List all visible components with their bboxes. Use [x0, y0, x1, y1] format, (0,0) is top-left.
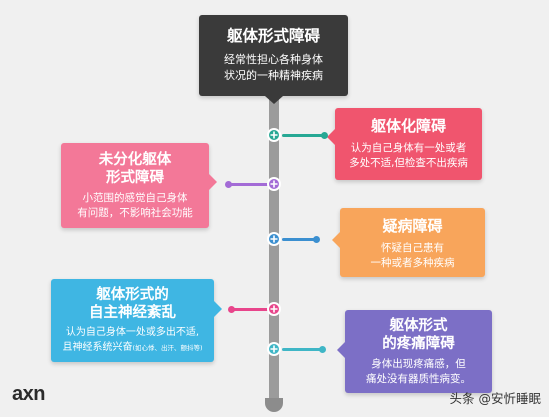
card-desc-line-2: 多处不适,但检查不出疾病 [349, 156, 468, 169]
card-desc-line-2: 且神经系统兴奋(如心悸、出汗、颤抖等) [51, 341, 214, 356]
brand-logo: axn [12, 383, 45, 405]
connector-line [225, 181, 269, 188]
plus-node-icon [267, 342, 281, 356]
card-desc-line-2: 痛处没有器质性病变。 [366, 373, 471, 386]
top-card: 躯体形式障碍 经常性担心各种身体 状况的一种精神疾病 [199, 15, 348, 96]
connector-line [282, 132, 328, 139]
card-title-line-2: 自主神经紊乱 [89, 305, 176, 322]
card-hypochondriasis: 疑病障碍 怀疑自己患有 一种或者多种疾病 [340, 208, 485, 277]
card-desc-line-1: 认为自己身体有一处或者 [350, 141, 467, 154]
card-desc-line-1: 身体出现疼痛感，但 [371, 358, 466, 371]
connector-line [282, 236, 320, 243]
card-title-line-1: 未分化躯体 [98, 152, 172, 168]
connector-line [282, 346, 326, 353]
top-card-desc-line-1: 经常性担心各种身体 [224, 53, 323, 67]
card-title: 疑病障碍 [382, 217, 443, 235]
card-title-line-1: 躯体形式 [389, 318, 448, 334]
plus-node-icon [267, 302, 281, 316]
top-card-desc-line-2: 状况的一种精神疾病 [224, 68, 323, 82]
card-desc-line-1: 怀疑自己患有 [381, 241, 444, 254]
card-somatization-disorder: 躯体化障碍 认为自己身体有一处或者 多处不适,但检查不出疾病 [335, 108, 482, 180]
card-desc-line-1: 小范围的感觉自己身体 [82, 192, 188, 205]
card-title-line-1: 躯体形式的 [96, 287, 169, 303]
source-watermark: 头条 @安忻睡眠 [450, 388, 541, 407]
card-pointer [332, 232, 340, 248]
timeline-spine-end [265, 398, 283, 412]
card-desc-line-1: 认为自己身体一处或多出不适, [65, 327, 200, 339]
card-pointer [327, 129, 335, 145]
connector-line [228, 306, 269, 313]
card-somatoform-autonomic-dysfunction: 躯体形式的 自主神经紊乱 认为自己身体一处或多出不适, 且神经系统兴奋(如心悸、… [51, 279, 214, 362]
card-desc-line-2: 有问题，不影响社会功能 [77, 207, 193, 220]
card-pointer [337, 342, 345, 358]
timeline-spine [269, 88, 279, 410]
card-pointer [214, 301, 222, 317]
top-card-title: 躯体形式障碍 [226, 27, 320, 45]
plus-node-icon [267, 128, 281, 142]
card-title: 躯体化障碍 [370, 117, 446, 135]
card-undifferentiated-somatoform: 未分化躯体 形式障碍 小范围的感觉自己身体 有问题，不影响社会功能 [61, 143, 209, 228]
plus-node-icon [267, 232, 281, 246]
card-desc-line-2: 一种或者多种疾病 [370, 256, 455, 269]
card-somatoform-pain-disorder: 躯体形式 的疼痛障碍 身体出现疼痛感，但 痛处没有器质性病变。 [345, 310, 492, 393]
card-desc-note: (如心悸、出汗、颤抖等) [132, 343, 203, 352]
plus-node-icon [267, 177, 281, 191]
card-title-line-2: 形式障碍 [106, 170, 164, 187]
card-pointer [209, 174, 217, 190]
card-desc-main: 且神经系统兴奋 [62, 341, 133, 353]
top-card-pointer [265, 96, 283, 104]
source-text: 头条 @安忻睡眠 [449, 391, 541, 406]
card-title-line-2: 的疼痛障碍 [382, 336, 455, 353]
